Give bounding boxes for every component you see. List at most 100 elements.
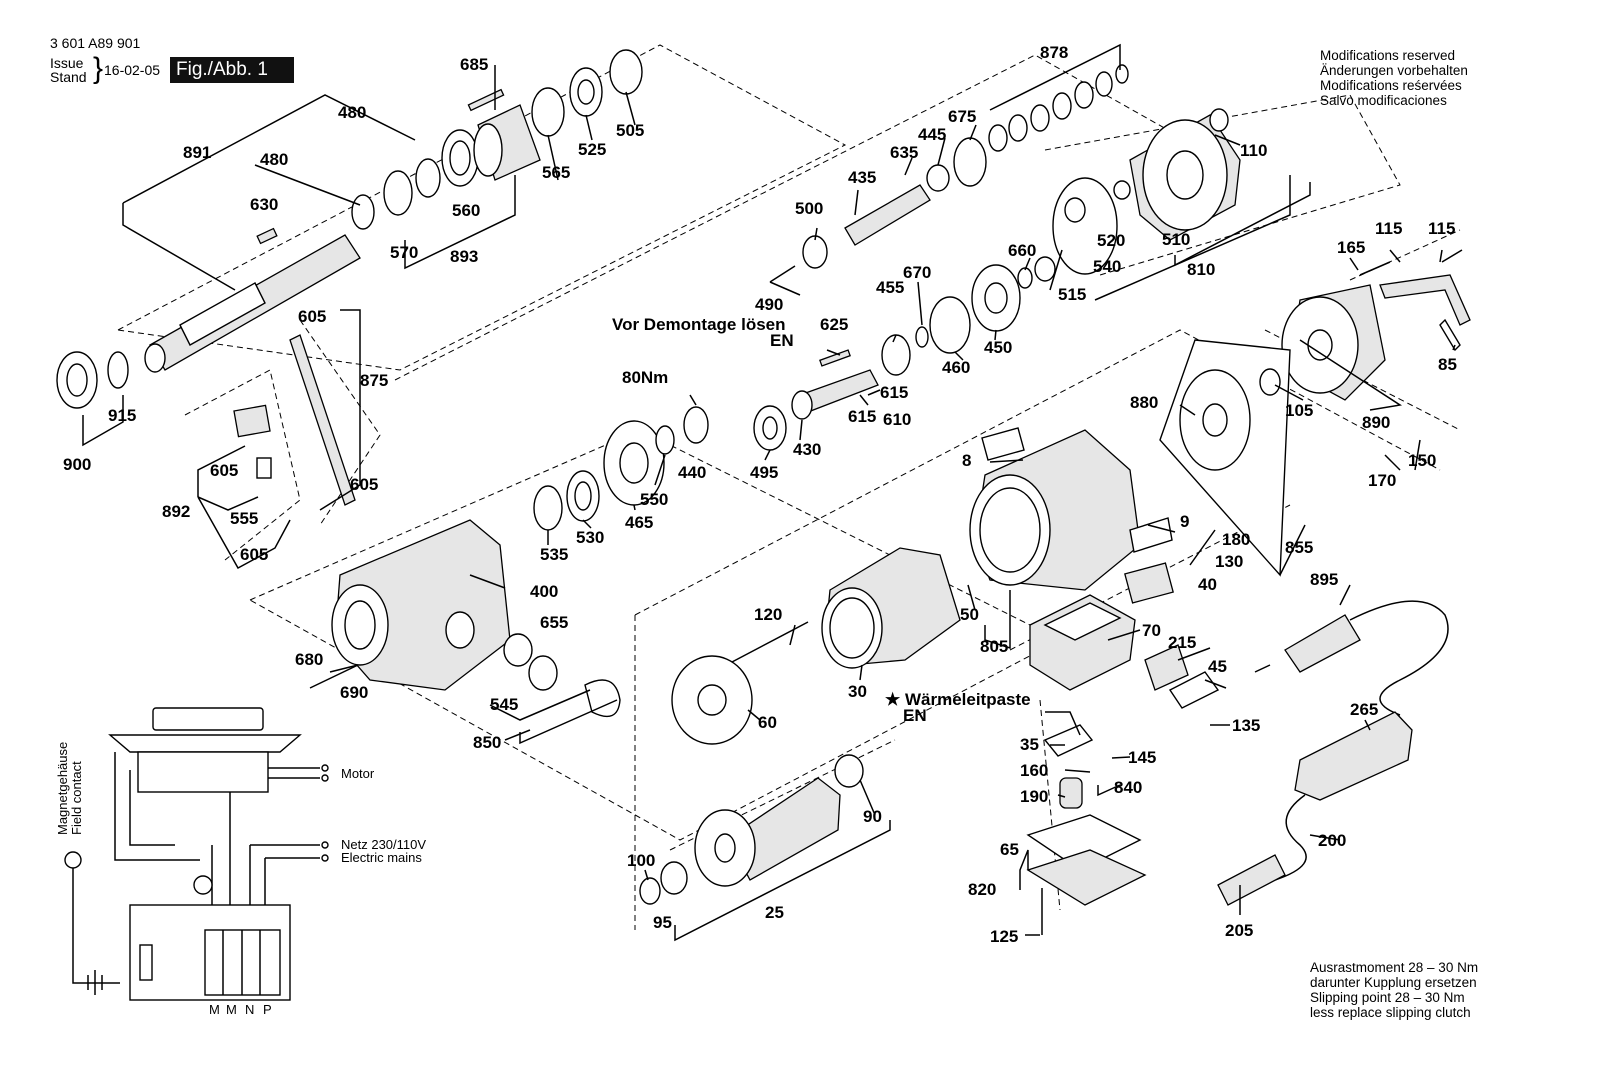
issue-date: 16-02-05 [104, 62, 161, 78]
wiring-diagram: Motor Netz 230/110V Electric mains Magne… [55, 707, 426, 1017]
part-label: 670 [903, 263, 931, 282]
part-label: 455 [876, 278, 904, 297]
part-label: 570 [390, 243, 418, 262]
part-label: 890 [1362, 413, 1390, 432]
part-label: 480 [260, 150, 288, 169]
part-label: 8 [962, 451, 971, 470]
part-label: 200 [1318, 831, 1346, 850]
part-label: 35 [1020, 735, 1039, 754]
part-label: 675 [948, 107, 976, 126]
part-label: 120 [754, 605, 782, 624]
part-label: 565 [542, 163, 570, 182]
part-label: 65 [1000, 840, 1019, 859]
part-label: 895 [1310, 570, 1338, 589]
part-label: 205 [1225, 921, 1253, 940]
part-label: 615 [880, 383, 908, 402]
motor-label: Motor [341, 766, 375, 781]
part-label: 450 [984, 338, 1012, 357]
part-label: 515 [1058, 285, 1086, 304]
part-label: 505 [616, 121, 644, 140]
terminal-label: M [226, 1002, 237, 1017]
stand-label: Stand [50, 69, 87, 85]
part-label: 490 [755, 295, 783, 314]
disassembly-note: Vor Demontage lösen [612, 315, 786, 334]
part-label: 880 [1130, 393, 1158, 412]
part-label: 100 [627, 851, 655, 870]
note-line: Ausrastmoment 28 – 30 Nm [1310, 960, 1479, 975]
part-label: 85 [1438, 355, 1457, 374]
part-label: 625 [820, 315, 848, 334]
part-label: 130 [1215, 552, 1243, 571]
part-label: 170 [1368, 471, 1396, 490]
part-label: 605 [298, 307, 326, 326]
mains-label-en: Electric mains [341, 850, 422, 865]
part-label: 500 [795, 199, 823, 218]
part-label: 90 [863, 807, 882, 826]
part-label: 520 [1097, 231, 1125, 250]
drawing-number: 3 601 A89 901 [50, 35, 141, 51]
part-label: 40 [1198, 575, 1217, 594]
part-label: 180 [1222, 530, 1250, 549]
part-label: 145 [1128, 748, 1156, 767]
part-label: 25 [765, 903, 784, 922]
note-line: Modifications reserved [1320, 48, 1456, 63]
mains-label: Netz 230/110V [341, 837, 426, 852]
note-line: Salvo modificaciones [1320, 93, 1447, 108]
part-label: 165 [1337, 238, 1365, 257]
part-number-labels: 891 480 480 630 570 893 560 565 525 505 … [63, 43, 1457, 946]
part-label: 70 [1142, 621, 1161, 640]
part-label: 555 [230, 509, 258, 528]
note-line: Modifications reśervées [1320, 78, 1462, 93]
torque-label: 80Nm [622, 368, 668, 387]
part-label: 150 [1408, 451, 1436, 470]
part-label: 265 [1350, 700, 1378, 719]
part-label: 550 [640, 490, 668, 509]
part-label: 530 [576, 528, 604, 547]
part-label: 480 [338, 103, 366, 122]
part-label: 820 [968, 880, 996, 899]
field-contact-label-en: Field contact [69, 761, 84, 835]
part-label: 630 [250, 195, 278, 214]
figure-badge: Fig./Abb. 1 [170, 57, 294, 83]
terminal-label: N [245, 1002, 254, 1017]
part-label: 525 [578, 140, 606, 159]
part-label: 605 [210, 461, 238, 480]
part-label: 540 [1093, 257, 1121, 276]
part-label: 893 [450, 247, 478, 266]
brace-symbol: } [93, 52, 104, 85]
part-label: 560 [452, 201, 480, 220]
note-line: Änderungen vorbehalten [1320, 63, 1468, 78]
part-label: 892 [162, 502, 190, 521]
part-label: 615 [848, 407, 876, 426]
part-label: 690 [340, 683, 368, 702]
part-label: 655 [540, 613, 568, 632]
part-label: 45 [1208, 657, 1227, 676]
part-label: 635 [890, 143, 918, 162]
part-label: 465 [625, 513, 653, 532]
part-label: 875 [360, 371, 388, 390]
part-label: 95 [653, 913, 672, 932]
part-label: 680 [295, 650, 323, 669]
part-label: 460 [942, 358, 970, 377]
part-label: 805 [980, 637, 1008, 656]
part-label: 660 [1008, 241, 1036, 260]
clutch-note: Ausrastmoment 28 – 30 Nm darunter Kupplu… [1310, 960, 1478, 1020]
part-shapes [56, 49, 1471, 935]
part-label: 605 [240, 545, 268, 564]
part-label: 685 [460, 55, 488, 74]
part-label: 110 [1240, 141, 1267, 160]
part-label: 190 [1020, 787, 1048, 806]
note-line: darunter Kupplung ersetzen [1310, 975, 1477, 990]
part-label: 495 [750, 463, 778, 482]
part-label: 50 [960, 605, 979, 624]
part-label: 855 [1285, 538, 1313, 557]
part-label: 60 [758, 713, 777, 732]
terminal-label: M [209, 1002, 220, 1017]
part-label: 430 [793, 440, 821, 459]
part-label: 215 [1168, 633, 1196, 652]
thermal-paste-note: ★ Wärmeleitpaste [885, 690, 1031, 709]
field-contact-label: Magnetgehäuse [55, 742, 70, 835]
part-label: 545 [490, 695, 518, 714]
thermal-paste-note-lang: EN [903, 706, 927, 725]
